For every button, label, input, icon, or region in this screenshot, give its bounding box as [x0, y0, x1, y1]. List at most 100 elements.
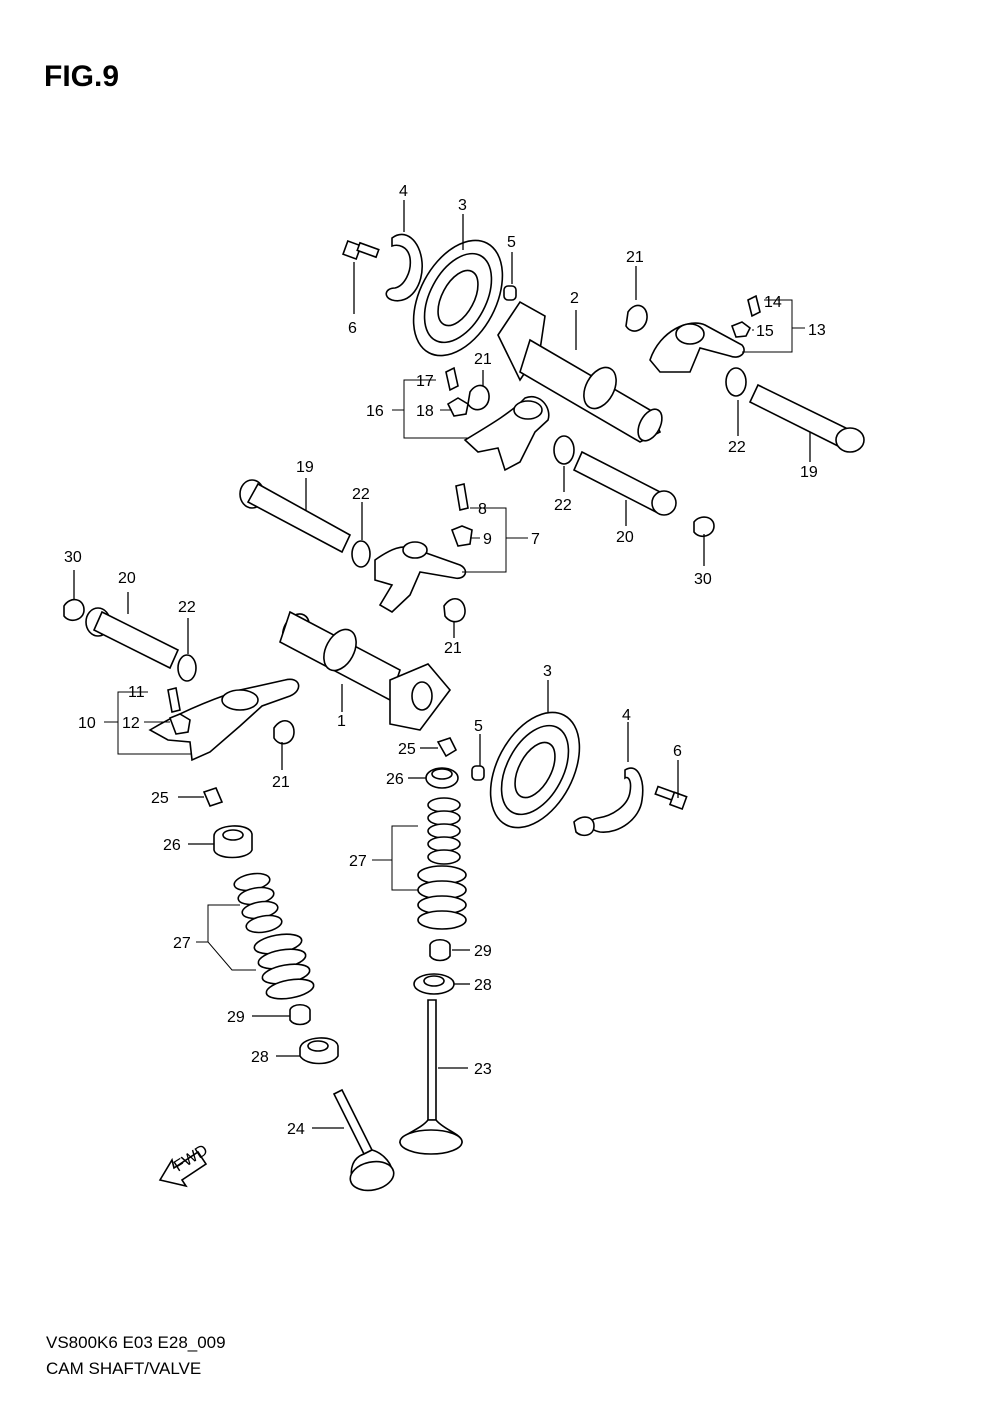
callout-16: 16	[366, 403, 384, 420]
rocker-arm-16[interactable]	[463, 395, 550, 472]
rocker-shaft-19-left[interactable]	[239, 479, 352, 554]
callout-27: 27	[349, 853, 367, 870]
valve-seal-29-right[interactable]	[429, 938, 451, 962]
rocker-shaft-20-center[interactable]	[572, 450, 677, 516]
callout-30: 30	[64, 549, 82, 566]
callout-11: 11	[128, 684, 145, 701]
valve-spring-27-left-inner[interactable]	[233, 871, 283, 935]
callout-30: 30	[694, 571, 712, 588]
bolt-upper[interactable]	[342, 240, 380, 260]
rocker-arm-7[interactable]	[374, 541, 467, 613]
callout-14: 14	[764, 294, 782, 311]
lock-nut-12[interactable]	[168, 713, 191, 735]
dowel-pin-lower[interactable]	[471, 765, 485, 781]
callout-9: 9	[483, 531, 492, 548]
callout-13: 13	[808, 322, 826, 339]
callout-17: 17	[416, 373, 434, 390]
rocker-shaft-20-left[interactable]	[85, 607, 180, 670]
dowel-pin-upper[interactable]	[503, 285, 517, 301]
callout-8: 8	[478, 501, 487, 518]
callout-22: 22	[728, 439, 746, 456]
lock-nut-18[interactable]	[446, 397, 469, 417]
rocker-arm-10[interactable]	[148, 678, 300, 762]
callout-21: 21	[272, 774, 290, 791]
fwd-direction-arrow: FWD	[158, 1142, 211, 1188]
rocker-shaft-19-right[interactable]	[748, 383, 865, 453]
callout-22: 22	[178, 599, 196, 616]
callout-7: 7	[531, 531, 540, 548]
callout-15: 15	[756, 323, 774, 340]
figure-title: FIG.9	[44, 60, 120, 93]
adjuster-screw-17[interactable]	[445, 366, 459, 392]
leader-lines	[73, 200, 811, 1129]
cotter-25-right[interactable]	[436, 737, 458, 758]
spring-retainer-26-right[interactable]	[425, 767, 459, 789]
sprocket-retainer-upper[interactable]	[385, 233, 423, 302]
lock-nut-15[interactable]	[730, 321, 752, 338]
callout-20: 20	[118, 570, 136, 587]
callout-26: 26	[163, 837, 181, 854]
callout-25: 25	[398, 741, 416, 758]
adjuster-screw-14[interactable]	[747, 294, 761, 318]
washer-22-upper-right[interactable]	[725, 367, 747, 397]
washer-21-lower-left[interactable]	[273, 720, 295, 745]
section-name: CAM SHAFT/VALVE	[46, 1359, 202, 1378]
washer-21-middle[interactable]	[443, 598, 466, 623]
callout-10: 10	[78, 715, 96, 732]
valve-spring-27-right-inner[interactable]	[427, 797, 461, 865]
camshaft-1[interactable]	[277, 609, 452, 731]
adjuster-screw-8[interactable]	[455, 483, 469, 511]
callout-26: 26	[386, 771, 404, 788]
model-code: VS800K6 E03 E28_009	[46, 1333, 226, 1352]
cap-30-left[interactable]	[63, 598, 85, 622]
callout-25: 25	[151, 790, 169, 807]
adjuster-screw-11[interactable]	[167, 687, 181, 713]
washer-22-left[interactable]	[177, 654, 197, 682]
sprocket-retainer-lower[interactable]	[589, 767, 644, 833]
callout-28: 28	[251, 1049, 269, 1066]
bolt-lower[interactable]	[654, 785, 688, 810]
callout-1: 1	[337, 713, 346, 730]
valve-spring-27-left-outer[interactable]	[253, 931, 315, 1002]
callout-19: 19	[800, 464, 818, 481]
callout-3: 3	[543, 663, 552, 680]
callout-5: 5	[474, 718, 483, 735]
callout-labels: 4 3 5 6 2 21 14 15 13 21 17 16 18 22 19 …	[64, 183, 826, 1138]
spring-seat-28-right[interactable]	[413, 973, 455, 995]
callout-21: 21	[474, 351, 492, 368]
callout-2: 2	[570, 290, 579, 307]
callout-22: 22	[554, 497, 572, 514]
valve-24[interactable]	[332, 1088, 396, 1194]
callout-24: 24	[287, 1121, 305, 1138]
callout-27: 27	[173, 935, 191, 952]
callout-29: 29	[227, 1009, 245, 1026]
camshaft-2[interactable]	[497, 300, 667, 445]
callout-12: 12	[122, 715, 140, 732]
cam-sprocket-lower[interactable]	[472, 697, 597, 842]
callout-22: 22	[352, 486, 370, 503]
callout-29: 29	[474, 943, 492, 960]
cotter-25-left[interactable]	[202, 787, 224, 807]
callout-23: 23	[474, 1061, 492, 1078]
spring-retainer-26-left[interactable]	[213, 825, 253, 859]
valve-spring-27-right-outer[interactable]	[417, 865, 467, 930]
cam-sprocket-upper[interactable]	[395, 225, 520, 370]
washer-21-upper-left[interactable]	[467, 384, 490, 411]
lock-nut-9[interactable]	[450, 525, 473, 547]
washer-22-center[interactable]	[553, 435, 575, 465]
callout-6: 6	[673, 743, 682, 760]
valve-seal-29-left[interactable]	[289, 1003, 311, 1026]
spring-seat-28-left[interactable]	[299, 1037, 339, 1065]
cap-30-right[interactable]	[693, 516, 715, 538]
callout-28: 28	[474, 977, 492, 994]
retainer-tab-lower	[573, 816, 595, 837]
valve-23[interactable]	[398, 999, 463, 1155]
washer-21-upper-right[interactable]	[625, 304, 648, 332]
callout-4: 4	[622, 707, 631, 724]
callout-20: 20	[616, 529, 634, 546]
callout-19: 19	[296, 459, 314, 476]
callout-21: 21	[444, 640, 462, 657]
washer-22-middle[interactable]	[351, 540, 371, 568]
rocker-arm-13[interactable]	[649, 322, 745, 373]
